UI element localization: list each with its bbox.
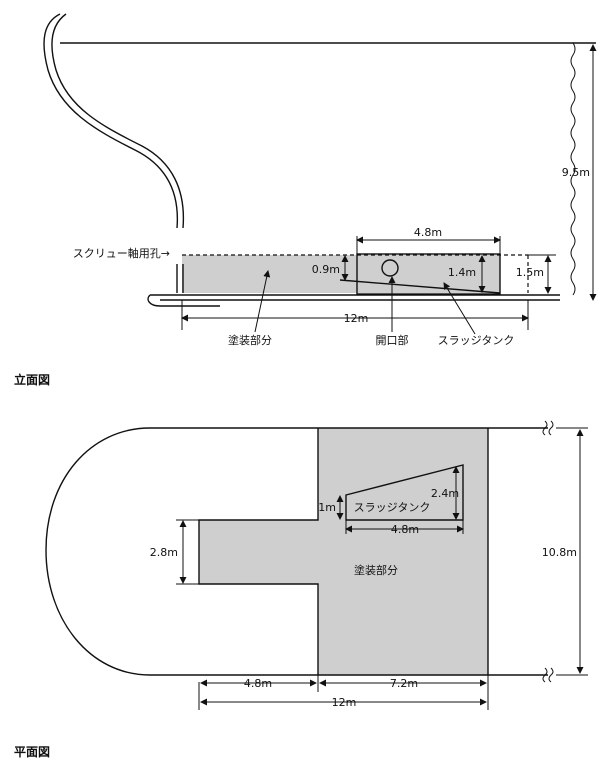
elevation-label-painted: 塗装部分: [228, 333, 272, 347]
elevation-stern-curve-inner: [51, 13, 185, 229]
plan-dim-left-len: 4.8m: [244, 677, 272, 690]
elevation-label-shaft-hole: スクリュー軸用孔→: [73, 246, 170, 260]
elevation-leader-painted: [254, 270, 271, 333]
elevation-leader-tank: [443, 282, 476, 335]
elevation-break-line: [570, 42, 576, 296]
elevation-caption: 立面図: [14, 372, 50, 387]
elevation-dim-opening-h: 0.9m: [312, 263, 340, 276]
elevation-dim-length: 12m: [344, 312, 369, 325]
plan-hull-outline: [45, 427, 548, 676]
plan-caption: 平面図: [14, 745, 50, 759]
elevation-dim-tank-h: 1.4m: [448, 266, 476, 279]
plan-view: 1m スラッジタンク 2.4m 4.8m 2.8m 塗装部分 10.8m 4.8…: [14, 420, 588, 759]
elevation-dim-total-h: 1.5m: [516, 266, 544, 279]
elevation-dim-hull-h: 9.5m: [562, 166, 590, 179]
elevation-view: 4.8m 0.9m 1.4m 1.5m 9.5m 12m スクリュー軸用孔→ 塗…: [14, 13, 597, 387]
elevation-label-opening: 開口部: [376, 333, 409, 347]
plan-label-painted: 塗装部分: [354, 563, 398, 577]
plan-dim-right-len: 7.2m: [390, 677, 418, 690]
elevation-keel: [147, 294, 560, 307]
plan-dim-beam: 10.8m: [542, 546, 577, 559]
plan-label-tank: スラッジタンク: [354, 501, 431, 514]
plan-break-bottom: [542, 667, 554, 683]
plan-dim-total-len: 12m: [332, 696, 357, 709]
plan-dim-tank-right-h: 2.4m: [431, 487, 459, 500]
elevation-stern-curve: [43, 13, 179, 229]
elevation-label-tank: スラッジタンク: [438, 334, 515, 347]
plan-painted-outline: [198, 428, 489, 675]
plan-dim-tank-width: 4.8m: [391, 523, 419, 536]
elevation-tank-box: [356, 253, 501, 295]
plan-dim-notch-h: 2.8m: [150, 546, 178, 559]
elevation-dim-tank-width: 4.8m: [414, 226, 442, 239]
elevation-painted-area: [182, 255, 500, 293]
plan-painted-area: [199, 428, 488, 675]
plan-break-top: [542, 420, 554, 436]
plan-dim-tank-left-h: 1m: [318, 501, 336, 514]
elevation-tank-slope: [339, 279, 501, 294]
